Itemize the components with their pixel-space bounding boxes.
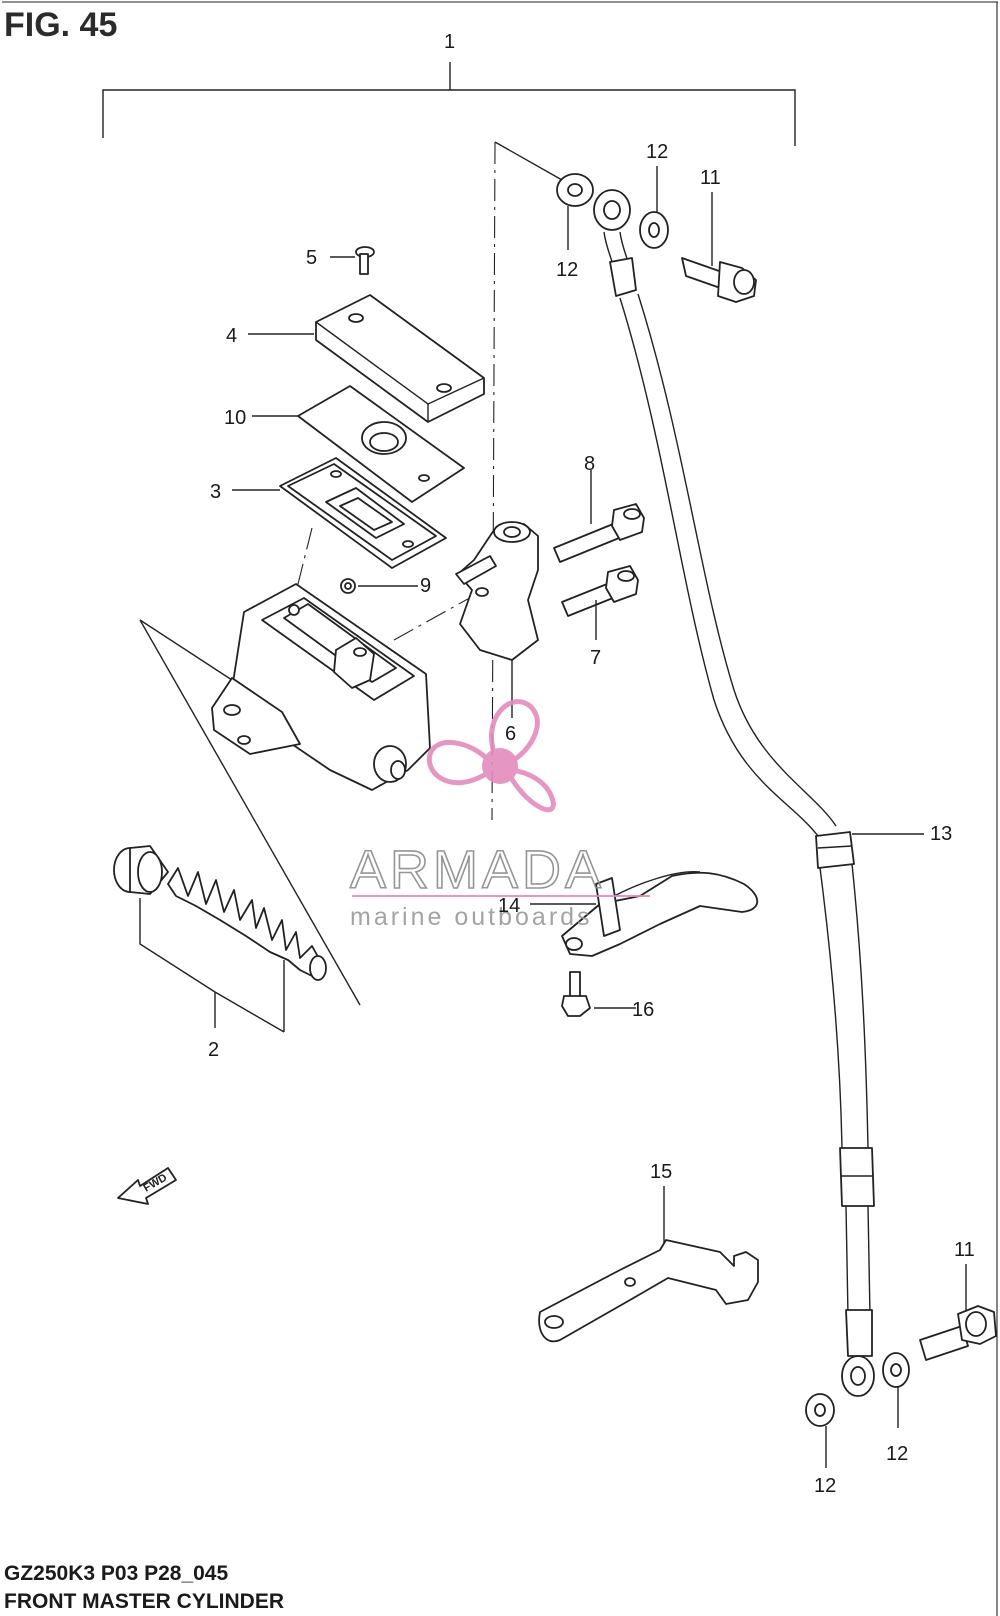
callout-2: 2 (208, 1039, 219, 1061)
part-11-bolt-top (681, 192, 757, 303)
part-15-bracket (538, 1186, 759, 1343)
part-12-washer-bottom-right (882, 1352, 910, 1428)
fwd-direction-marker: FWD (117, 1167, 177, 1205)
part-13-brake-hose (593, 189, 924, 1397)
part-5-screw (330, 246, 375, 275)
figure-title: FIG. 45 (4, 6, 117, 44)
part-14-clamp (530, 871, 759, 957)
callout-1: 1 (444, 31, 455, 53)
callout-16: 16 (632, 999, 654, 1021)
callout-12-bottom-left: 12 (814, 1475, 836, 1497)
part-7-bolt (561, 565, 639, 640)
part-12-washer-top-right (639, 166, 669, 249)
part-16-bolt (561, 971, 636, 1017)
callout-8: 8 (584, 453, 595, 475)
callout-7: 7 (590, 647, 601, 669)
callout-9: 9 (420, 575, 431, 597)
part-2-piston-kit (113, 845, 327, 1033)
callout-12-top-right: 12 (646, 141, 668, 163)
part-3-diaphragm (232, 457, 447, 569)
callout-13: 13 (930, 823, 952, 845)
footer-model-code: GZ250K3 P03 P28_045 (4, 1562, 228, 1585)
part-12-washer-top-left (556, 173, 594, 250)
assembly-bracket (102, 62, 796, 146)
part-12-washer-bottom-left (805, 1393, 835, 1468)
callout-12-top-left: 12 (556, 259, 578, 281)
part-4-cap (248, 294, 485, 423)
part-6-holder (455, 521, 539, 718)
callout-10: 10 (224, 407, 246, 429)
part-10-plate (252, 385, 465, 503)
armada-watermark: ARMADA marine outboards (349, 699, 650, 931)
callout-6: 6 (505, 723, 516, 745)
part-11-bolt-bottom (919, 1264, 997, 1361)
watermark-brand: ARMADA (350, 840, 605, 900)
callout-12-bottom-right: 12 (886, 1443, 908, 1465)
callout-11-top: 11 (700, 167, 721, 189)
callout-11-bottom: 11 (954, 1239, 975, 1261)
callout-4: 4 (226, 325, 237, 347)
master-cylinder-body (211, 583, 431, 791)
part-8-bolt (553, 470, 645, 563)
callout-14: 14 (498, 895, 520, 917)
part-9-clip (340, 578, 418, 594)
footer-section-name: FRONT MASTER CYLINDER (4, 1590, 284, 1613)
callout-5: 5 (306, 247, 317, 269)
propeller-logo (426, 699, 556, 813)
callout-3: 3 (210, 481, 221, 503)
callout-15: 15 (650, 1161, 672, 1183)
watermark-tagline: marine outboards (350, 903, 593, 931)
